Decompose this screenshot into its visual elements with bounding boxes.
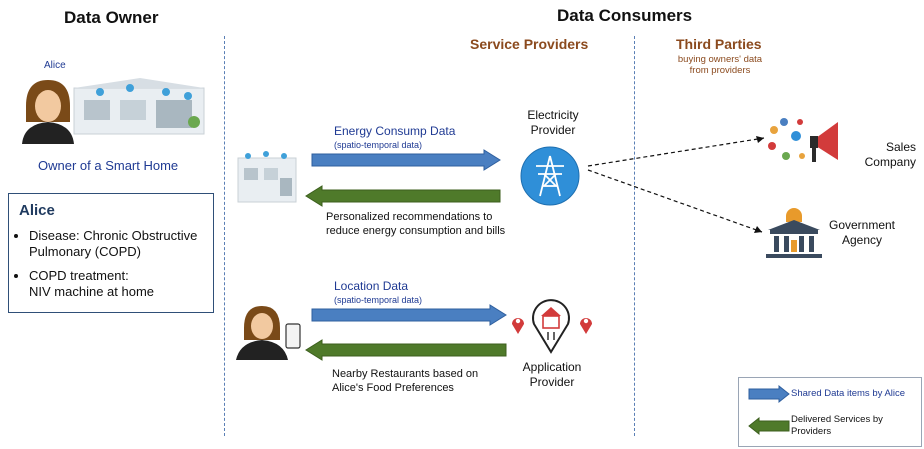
government-building-icon [766,208,822,258]
government-agency-label-line2: Agency [841,233,883,247]
location-return-label: Nearby Restaurants based on Alice's Food… [332,367,478,395]
alice-info-box: Alice Disease: Chronic Obstructive Pulmo… [8,193,214,313]
alice-name-label: Alice [44,60,66,71]
energy-return-arrow [305,185,501,207]
legend-delivered-label-line2: Providers [791,426,832,437]
legend-delivered-label-line1: Delivered Services by [791,414,883,425]
location-return-label-line1: Nearby Restaurants based on [332,368,479,380]
legend: Shared Data items by Alice Delivered Ser… [738,377,922,447]
sales-company-label-line2: Company [864,155,916,169]
smart-home-illustration [73,78,205,135]
alice-box-title: Alice [19,202,55,219]
application-provider-label-line1: Application [522,360,582,374]
energy-share-arrow [311,149,501,171]
third-parties-note-line2: from providers [689,65,751,76]
alice-avatar-icon [22,80,74,144]
legend-shared-label: Shared Data items by Alice [791,388,906,399]
electricity-tower-icon [520,146,580,206]
third-parties-note-line1: buying owners' data [677,54,763,65]
location-return-arrow [305,339,507,361]
alice-box-item: COPD treatment: NIV machine at home [29,268,225,300]
energy-share-sublabel: (spatio-temporal data) [334,140,423,150]
restaurant-pin-icon [532,299,570,354]
location-share-sublabel: (spatio-temporal data) [334,295,423,305]
energy-share-label: Energy Consump Data [334,124,456,138]
energy-return-label-line2: reduce energy consumption and bills [326,225,506,237]
data-owner-heading: Data Owner [64,8,159,27]
alice-box-item-line1: Disease: Chronic Obstructive [29,228,198,243]
electricity-provider-label: Electricity Provider [516,108,590,138]
application-provider-label-line2: Provider [529,375,575,389]
government-agency-label-line1: Government [828,218,896,232]
alice-box-item-line2: NIV machine at home [29,284,155,299]
energy-return-label-line1: Personalized recommendations to [326,211,493,223]
location-pin-icon [580,318,592,334]
energy-return-label: Personalized recommendations to reduce e… [326,210,505,238]
owner-caption: Owner of a Smart Home [38,158,179,173]
sales-company-label-line1: Sales [885,140,916,154]
third-parties-heading: Third Parties [676,36,762,52]
legend-delivered-label: Delivered Services by Providers [791,414,883,438]
location-share-label: Location Data [334,279,409,293]
legend-delivered-arrow [748,416,790,436]
provider-thirdparty-divider [634,36,635,436]
location-share-arrow [311,304,507,326]
data-sale-lines [587,136,765,233]
electricity-provider-label-line1: Electricity [527,108,579,122]
data-consumers-heading: Data Consumers [557,6,693,25]
government-agency-label: Government Agency [822,218,902,248]
small-smart-home-illustration [237,151,297,203]
marketing-megaphone-icon [768,118,838,162]
alice-box-item: Disease: Chronic Obstructive Pulmonary (… [29,228,225,260]
location-return-label-line2: Alice's Food Preferences [332,382,454,394]
sales-company-label: Sales Company [846,140,916,170]
application-provider-label: Application Provider [514,360,590,390]
owner-consumer-divider [224,36,225,436]
third-parties-note: buying owners' data from providers [660,54,780,76]
alice-box-item-line2: Pulmonary (COPD) [29,244,141,259]
electricity-provider-label-line2: Provider [530,123,576,137]
location-pin-icon [512,318,524,334]
alice-box-item-line1: COPD treatment: [29,268,129,283]
alice-with-phone-icon [236,306,301,360]
legend-shared-arrow [748,384,790,404]
service-providers-heading: Service Providers [470,36,589,52]
